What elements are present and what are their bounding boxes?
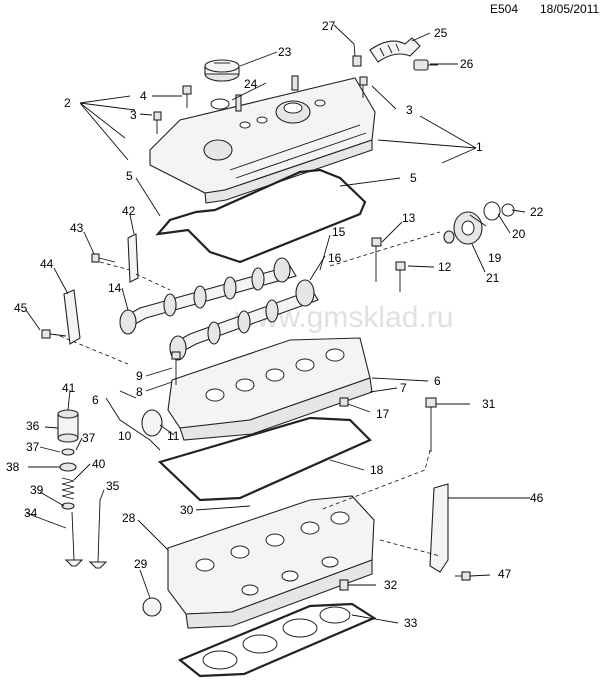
dowel-32 bbox=[339, 579, 349, 591]
hydraulic-tappet-41 bbox=[57, 409, 79, 443]
callout-3-right: 3 bbox=[406, 103, 413, 117]
bolt-9 bbox=[171, 351, 181, 385]
callout-17: 17 bbox=[376, 407, 390, 421]
camshaft-intake bbox=[119, 257, 297, 335]
camshaft-carrier bbox=[167, 337, 373, 441]
bolt-13 bbox=[371, 237, 382, 282]
cylinder-head bbox=[167, 495, 375, 629]
callout-5-right: 5 bbox=[410, 171, 417, 185]
callout-8: 8 bbox=[136, 385, 143, 399]
sprocket-leader bbox=[329, 231, 441, 267]
callout-47: 47 bbox=[498, 567, 512, 581]
callout-1: 1 bbox=[476, 140, 483, 154]
cover-bolt-left bbox=[153, 111, 162, 134]
callout-42: 42 bbox=[122, 204, 136, 218]
cover-gasket bbox=[155, 168, 367, 264]
callout-34: 34 bbox=[24, 506, 38, 520]
diagram-date: 18/05/2011 bbox=[540, 2, 600, 16]
plug-29 bbox=[142, 597, 162, 617]
callout-22: 22 bbox=[530, 205, 544, 219]
valve-collet-37 bbox=[61, 448, 75, 456]
callout-24: 24 bbox=[244, 77, 258, 91]
exhaust-valve-35 bbox=[88, 499, 108, 569]
callout-19: 19 bbox=[488, 251, 502, 265]
head-gasket bbox=[177, 602, 377, 678]
callout-7: 7 bbox=[400, 381, 407, 395]
seal-ring-11 bbox=[141, 409, 163, 437]
callout-25: 25 bbox=[434, 26, 448, 40]
dowel-17 bbox=[339, 397, 349, 407]
callout-6-left: 6 bbox=[92, 393, 99, 407]
callout-35: 35 bbox=[106, 479, 120, 493]
cover-bolt-right bbox=[359, 76, 368, 98]
breather-hose bbox=[369, 37, 421, 63]
valve-cover bbox=[149, 75, 376, 204]
callout-33: 33 bbox=[404, 616, 418, 630]
valve-seal-39 bbox=[61, 502, 75, 510]
callout-13: 13 bbox=[402, 211, 416, 225]
callout-39: 39 bbox=[30, 483, 44, 497]
callout-38: 38 bbox=[6, 460, 20, 474]
callout-44: 44 bbox=[40, 257, 54, 271]
cover-stud bbox=[235, 94, 242, 112]
callout-28: 28 bbox=[122, 511, 136, 525]
bracket-46 bbox=[429, 483, 449, 573]
head-cover-gasket bbox=[157, 416, 372, 502]
callout-3-left: 3 bbox=[130, 108, 137, 122]
bolt-47 bbox=[455, 571, 471, 581]
cam-sprocket-assembly bbox=[443, 201, 515, 245]
callout-41: 41 bbox=[62, 381, 76, 395]
hose-clip bbox=[352, 55, 362, 67]
oil-filler-cap bbox=[204, 59, 240, 82]
callout-29: 29 bbox=[134, 557, 148, 571]
callout-37-right: 37 bbox=[82, 431, 96, 445]
cover-stud-4 bbox=[182, 85, 192, 108]
callout-15: 15 bbox=[332, 225, 346, 239]
spring-retainer-38 bbox=[59, 462, 77, 472]
callout-6-right: 6 bbox=[434, 374, 441, 388]
callout-36: 36 bbox=[26, 419, 40, 433]
callout-26: 26 bbox=[460, 57, 474, 71]
callout-31: 31 bbox=[482, 397, 496, 411]
callout-40: 40 bbox=[92, 457, 106, 471]
callout-45: 45 bbox=[14, 301, 28, 315]
callout-20: 20 bbox=[512, 227, 526, 241]
callout-43: 43 bbox=[70, 221, 84, 235]
intake-valve-34 bbox=[64, 511, 84, 567]
filler-cap-seal bbox=[210, 98, 230, 110]
callout-4: 4 bbox=[140, 89, 147, 103]
callout-12: 12 bbox=[438, 260, 452, 274]
callout-32: 32 bbox=[384, 578, 398, 592]
callout-5-left: 5 bbox=[126, 169, 133, 183]
bracket-44 bbox=[63, 289, 81, 345]
callout-30: 30 bbox=[180, 503, 194, 517]
valve-spring-40 bbox=[61, 477, 75, 500]
callout-16: 16 bbox=[328, 251, 342, 265]
callout-2: 2 bbox=[64, 96, 71, 110]
bracket-42 bbox=[127, 233, 139, 283]
callout-18: 18 bbox=[370, 463, 384, 477]
callout-11: 11 bbox=[167, 429, 180, 443]
callout-27: 27 bbox=[322, 19, 336, 33]
bolt-12 bbox=[395, 261, 406, 292]
callout-14: 14 bbox=[108, 281, 122, 295]
diagram-code: E504 bbox=[490, 2, 519, 16]
bolt-45 bbox=[41, 329, 67, 339]
leader-lines bbox=[25, 24, 530, 624]
callout-21: 21 bbox=[486, 271, 500, 285]
callout-9: 9 bbox=[136, 369, 143, 383]
head-bolt-31 bbox=[425, 397, 437, 452]
bolt-43 bbox=[91, 253, 116, 263]
callout-23: 23 bbox=[278, 45, 292, 59]
callout-37-left: 37 bbox=[26, 440, 40, 454]
callout-46: 46 bbox=[530, 491, 544, 505]
hose-sensor bbox=[413, 59, 438, 71]
callout-labels: 1 2 3 3 4 5 5 6 6 7 8 9 10 11 12 13 14 1… bbox=[6, 19, 544, 630]
callout-10: 10 bbox=[118, 429, 132, 443]
